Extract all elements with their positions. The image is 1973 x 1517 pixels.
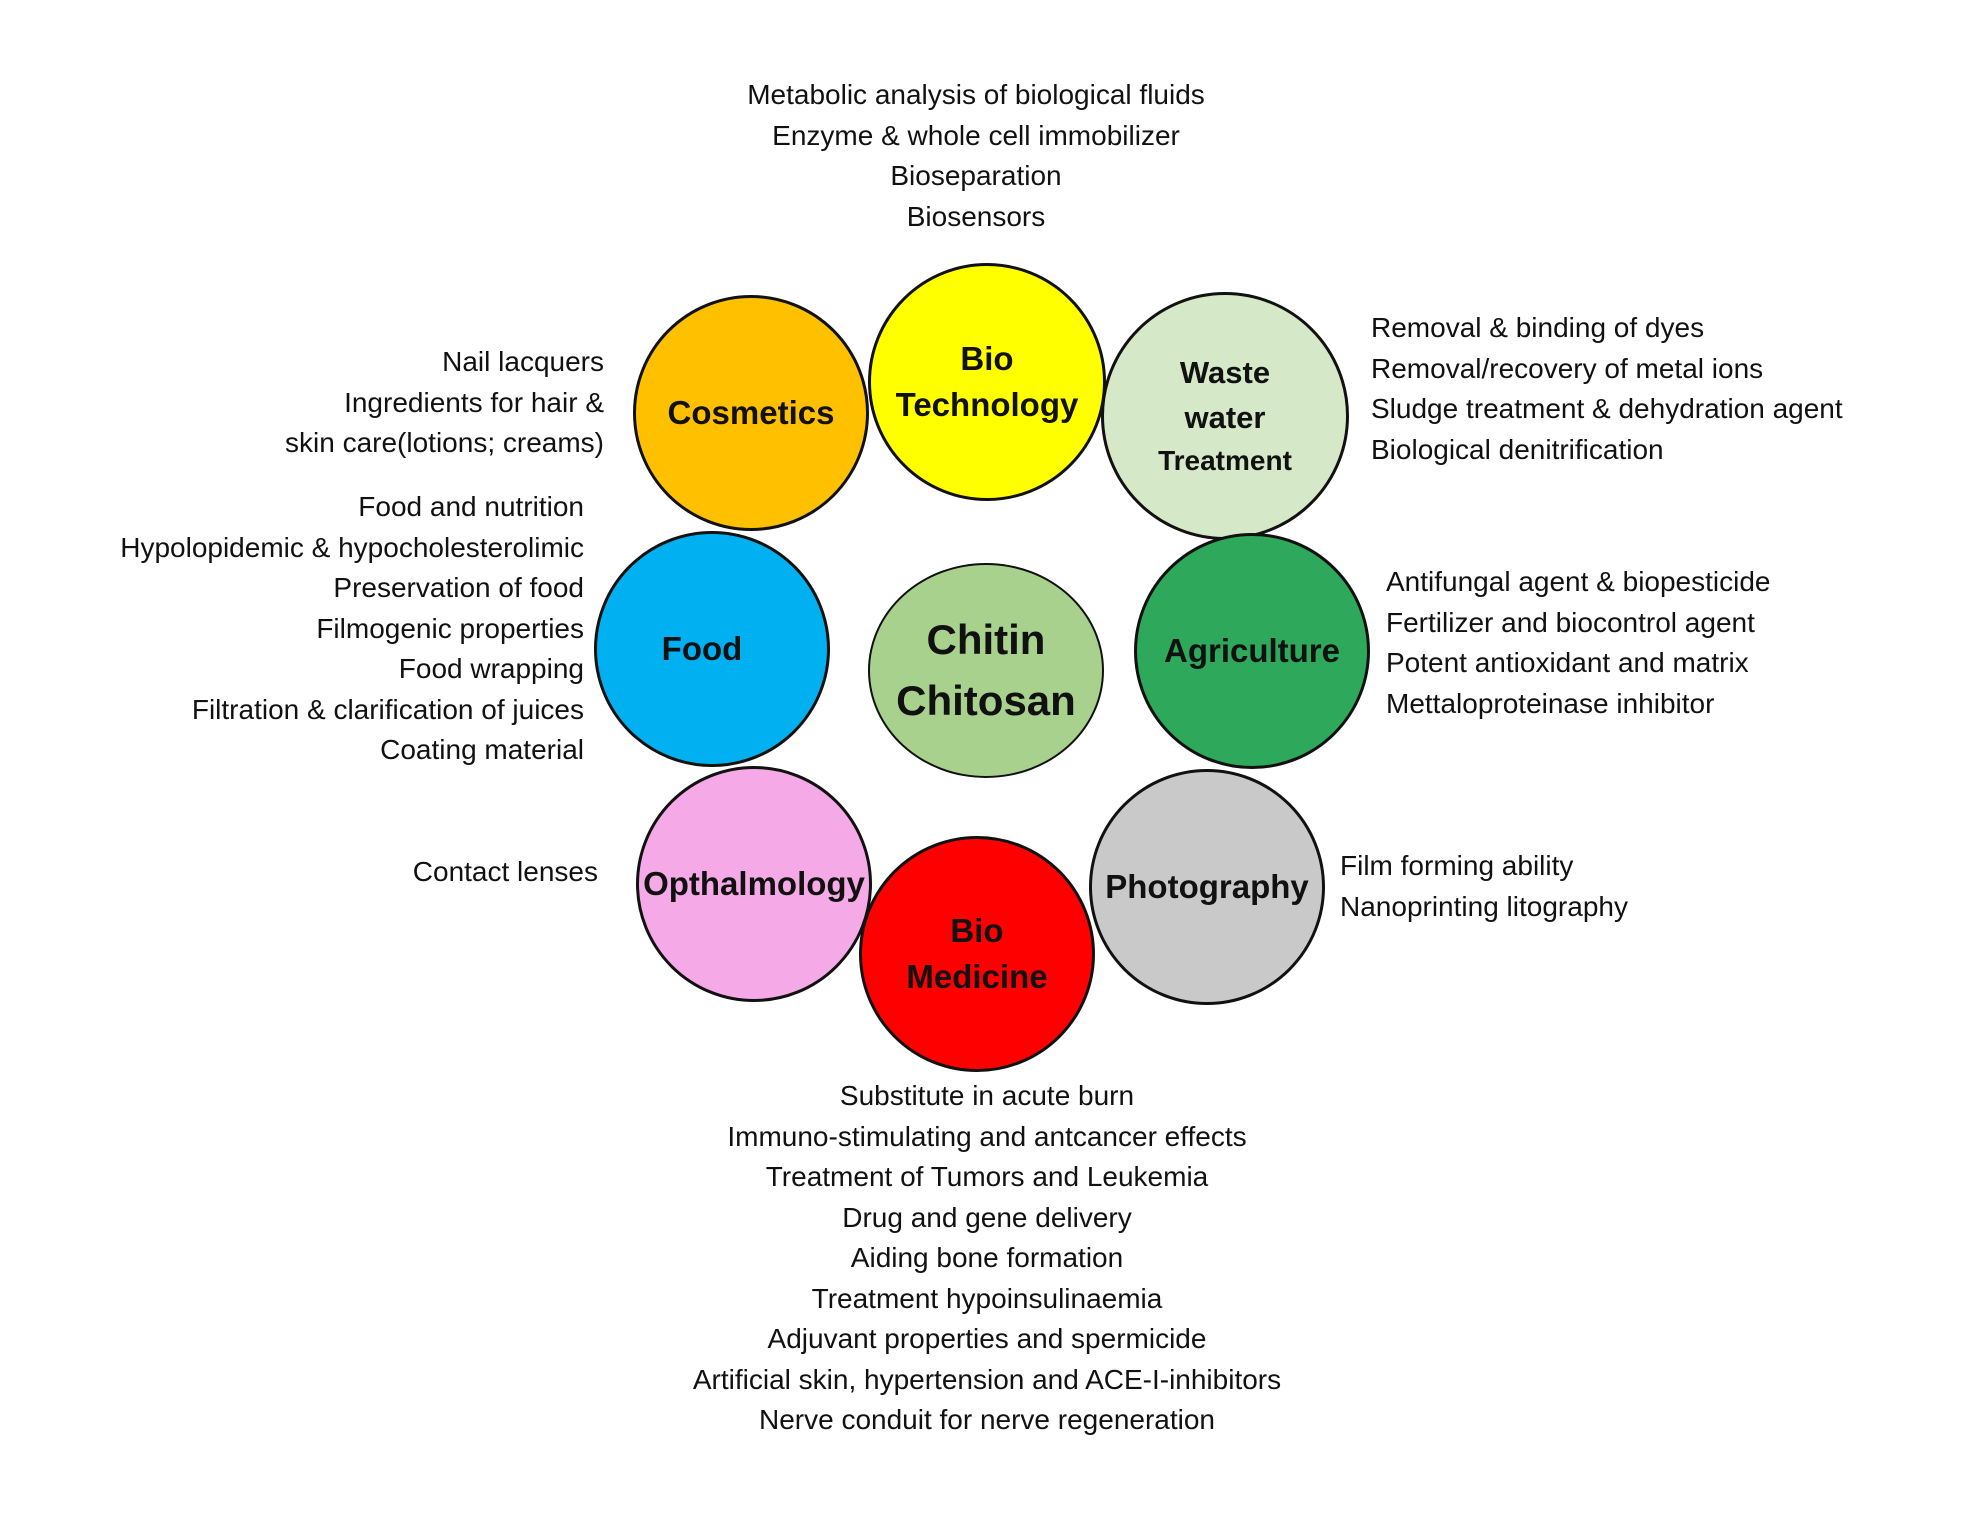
center-label-2: Chitosan [896,676,1076,724]
list-item: Bioseparation [890,160,1062,191]
list-item: Food wrapping [398,653,584,684]
list-item: Immuno-stimulating and antcancer effects [727,1120,1247,1152]
biomedicine-applications: Substitute in acute burn Immuno-stimulat… [587,1076,1387,1441]
photography-node: Photography [1089,769,1325,1005]
list-item: Hypolopidemic & hypocholesterolimic [120,531,584,563]
list-item: Filtration & clarification of juices [191,693,584,725]
food-applications: Food and nutrition Hypolopidemic & hypoc… [20,487,584,771]
list-item: Nail lacquers [442,346,604,377]
cosmetics-node: Cosmetics [633,295,869,531]
agriculture-applications: Antifungal agent & biopesticide Fertiliz… [1386,562,1771,724]
biomedicine-node: Bio Medicine [859,836,1095,1072]
list-item: Artificial skin, hypertension and ACE-I-… [692,1363,1282,1395]
list-item: skin care(lotions; creams) [285,427,604,458]
agriculture-node: Agriculture [1134,533,1370,769]
list-item: Fertilizer and biocontrol agent [1386,606,1755,638]
list-item: Removal/recovery of metal ions [1371,352,1764,384]
list-item: Adjuvant properties and spermicide [767,1323,1207,1354]
list-item: Ingredients for hair & [344,386,604,418]
list-item: Metabolic analysis of biological fluids [747,79,1205,110]
opthalmology-applications: Contact lenses [300,852,598,893]
cosmetics-label: Cosmetics [667,393,835,431]
biotech-label-2: Technology [895,386,1079,423]
list-item: Drug and gene delivery [842,1201,1132,1233]
agriculture-label: Agriculture [1163,631,1341,669]
list-item: Filmogenic properties [316,612,584,644]
list-item: Sludge treatment & dehydration agent [1371,393,1843,424]
list-item: Removal & binding of dyes [1371,312,1705,343]
wastewater-label-2: water [1184,399,1266,435]
list-item: Treatment hypoinsulinaemia [811,1282,1163,1314]
biomedicine-label-2: Medicine [906,958,1048,995]
list-item: Food and nutrition [358,491,584,522]
wastewater-label-1: Waste [1179,354,1271,390]
photography-applications: Film forming ability Nanoprinting litogr… [1340,846,1628,927]
opthalmology-node: Opthalmology [636,766,872,1002]
list-item: Antifungal agent & biopesticide [1386,566,1771,597]
list-item: Coating material [380,734,584,765]
center-node: Chitin Chitosan [868,563,1104,778]
center-label-1: Chitin [926,615,1046,663]
opthalmology-label: Opthalmology [643,864,865,902]
biotech-label-1: Bio [960,339,1014,377]
list-item: Treatment of Tumors and Leukemia [765,1161,1209,1192]
wastewater-node: Waste water Treatment [1101,292,1349,540]
list-item: Mettaloproteinase inhibitor [1386,687,1715,719]
list-item: Film forming ability [1340,850,1574,881]
food-node: Food [594,531,830,767]
list-item: Biosensors [906,200,1046,232]
list-item: Potent antioxidant and matrix [1386,647,1749,678]
list-item: Contact lenses [412,856,598,887]
biomedicine-label-1: Bio [950,911,1004,949]
list-item: Biological denitrification [1371,433,1664,465]
biotech-node: Bio Technology [868,263,1106,501]
list-item: Enzyme & whole cell immobilizer [772,119,1180,151]
photography-label: Photography [1105,867,1309,905]
list-item: Nanoprinting litography [1340,890,1628,922]
cosmetics-applications: Nail lacquers Ingredients for hair & ski… [200,342,604,464]
wastewater-label-3: Treatment [1158,444,1292,476]
food-label: Food [661,629,743,667]
wastewater-applications: Removal & binding of dyes Removal/recove… [1371,308,1843,470]
list-item: Nerve conduit for nerve regeneration [758,1404,1216,1435]
biotech-applications: Metabolic analysis of biological fluids … [676,75,1276,237]
list-item: Substitute in acute burn [839,1080,1135,1111]
list-item: Preservation of food [333,572,584,603]
list-item: Aiding bone formation [850,1242,1124,1273]
